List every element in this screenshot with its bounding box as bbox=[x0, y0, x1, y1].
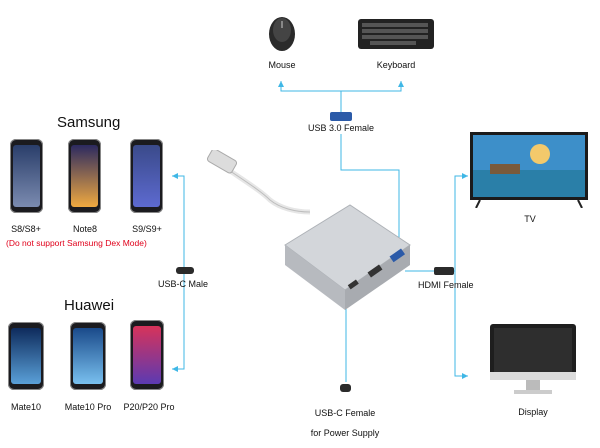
phone-label-s9: S9/S9+ bbox=[120, 224, 174, 234]
monitor-icon bbox=[488, 322, 578, 398]
usbc-male-label: USB-C Male bbox=[158, 279, 208, 289]
hdmi-label: HDMI Female bbox=[418, 280, 474, 290]
tv-label: TV bbox=[510, 214, 550, 224]
phone-note8 bbox=[68, 139, 101, 213]
hdmi-port-icon bbox=[434, 267, 454, 275]
huawei-brand: Huawei bbox=[64, 297, 114, 314]
usbc-female-label-line2: for Power Supply bbox=[290, 428, 400, 438]
phone-label-mate10: Mate10 bbox=[0, 402, 52, 412]
usbc-female-label-line1: USB-C Female bbox=[290, 408, 400, 418]
phone-s8 bbox=[10, 139, 43, 213]
dex-warning: (Do not support Samsung Dex Mode) bbox=[6, 238, 147, 248]
usbc-female-port-icon bbox=[340, 384, 351, 392]
samsung-brand: Samsung bbox=[57, 114, 120, 131]
mouse-icon bbox=[262, 12, 302, 52]
phone-mate10-pro bbox=[70, 322, 106, 390]
tv-icon bbox=[470, 132, 590, 208]
tv-device bbox=[470, 132, 590, 208]
phone-label-s8: S8/S8+ bbox=[0, 224, 52, 234]
phone-mate10 bbox=[8, 322, 44, 390]
phone-label-mate10-pro: Mate10 Pro bbox=[58, 402, 118, 412]
phone-p20 bbox=[130, 320, 164, 390]
keyboard-icon bbox=[356, 15, 436, 51]
usb3-port-icon bbox=[330, 112, 352, 121]
mouse-label: Mouse bbox=[262, 60, 302, 70]
keyboard-label: Keyboard bbox=[366, 60, 426, 70]
keyboard-device bbox=[356, 15, 436, 51]
display-label: Display bbox=[508, 407, 558, 417]
display-device bbox=[488, 322, 578, 398]
phone-s9 bbox=[130, 139, 163, 213]
usb3-label: USB 3.0 Female bbox=[296, 123, 386, 133]
phone-label-note8: Note8 bbox=[60, 224, 110, 234]
usbc-male-port-icon bbox=[176, 267, 194, 274]
mouse-device bbox=[262, 12, 302, 52]
phone-label-p20: P20/P20 Pro bbox=[118, 402, 180, 412]
usb-c-hub bbox=[200, 150, 420, 320]
